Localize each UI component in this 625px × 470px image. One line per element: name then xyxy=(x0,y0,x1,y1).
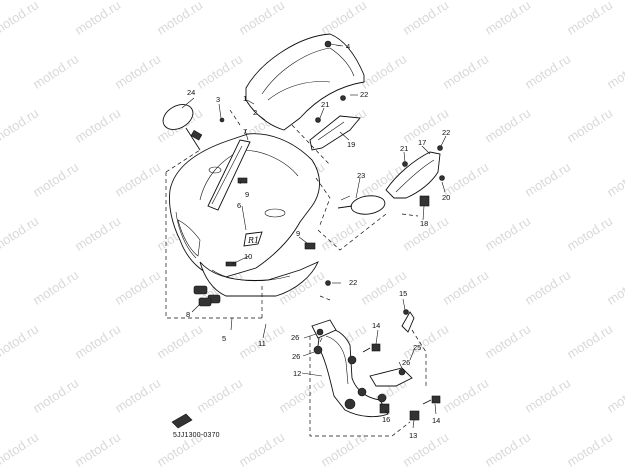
lower-cowling xyxy=(199,261,319,297)
upper-cowling: R1 xyxy=(169,133,320,279)
callout-26-c: 26 xyxy=(402,358,410,367)
callout-26-a: 26 xyxy=(291,333,299,342)
bracket-15 xyxy=(401,309,415,333)
callout-5: 5 xyxy=(222,334,226,343)
callout-16: 16 xyxy=(382,415,390,424)
callout-22-bottom: 22 xyxy=(349,278,357,287)
callout-7: 7 xyxy=(243,127,247,136)
callout-3: 3 xyxy=(216,95,220,104)
diagram-code: 5JJ1300-0370 xyxy=(173,432,220,439)
callout-14-a: 14 xyxy=(372,321,380,330)
callout-23: 23 xyxy=(357,171,365,180)
callout-21-right: 21 xyxy=(400,144,408,153)
inner-panel xyxy=(207,139,251,211)
leader-lines xyxy=(181,44,447,429)
screws xyxy=(219,95,445,286)
callout-25: 25 xyxy=(413,343,421,352)
callout-18: 18 xyxy=(420,219,428,228)
callout-19: 19 xyxy=(347,140,355,149)
callout-14-b: 14 xyxy=(432,416,440,425)
callout-21-top: 21 xyxy=(321,100,329,109)
callout-10: 10 xyxy=(244,252,252,261)
callout-4: 4 xyxy=(346,42,350,51)
windshield xyxy=(245,33,365,131)
mirror-left xyxy=(162,104,203,151)
stay-bracket xyxy=(311,319,413,418)
callout-11: 11 xyxy=(258,339,266,348)
dampers xyxy=(193,285,221,307)
callout-24: 24 xyxy=(187,88,195,97)
callout-6: 6 xyxy=(237,201,241,210)
callout-17: 17 xyxy=(418,138,426,147)
callout-9-top: 9 xyxy=(245,190,249,199)
callout-22-right: 22 xyxy=(442,128,450,137)
callouts: 4 3 1 2 24 22 21 19 7 9 6 23 21 17 22 20… xyxy=(186,42,450,440)
callout-2: 2 xyxy=(253,108,257,117)
callout-9: 9 xyxy=(296,229,300,238)
callout-15: 15 xyxy=(399,289,407,298)
callout-13: 13 xyxy=(409,431,417,440)
side-panel-19 xyxy=(309,115,361,151)
mirror-right xyxy=(337,195,386,215)
callout-12: 12 xyxy=(293,369,301,378)
clip-icon xyxy=(171,413,193,429)
callout-22-top: 22 xyxy=(360,90,368,99)
callout-1: 1 xyxy=(243,94,247,103)
side-panel-17 xyxy=(385,151,441,207)
fasteners xyxy=(362,343,441,421)
svg-text:R1: R1 xyxy=(247,236,259,245)
callout-26-b: 26 xyxy=(292,352,300,361)
callout-8: 8 xyxy=(186,310,190,319)
callout-20: 20 xyxy=(442,193,450,202)
